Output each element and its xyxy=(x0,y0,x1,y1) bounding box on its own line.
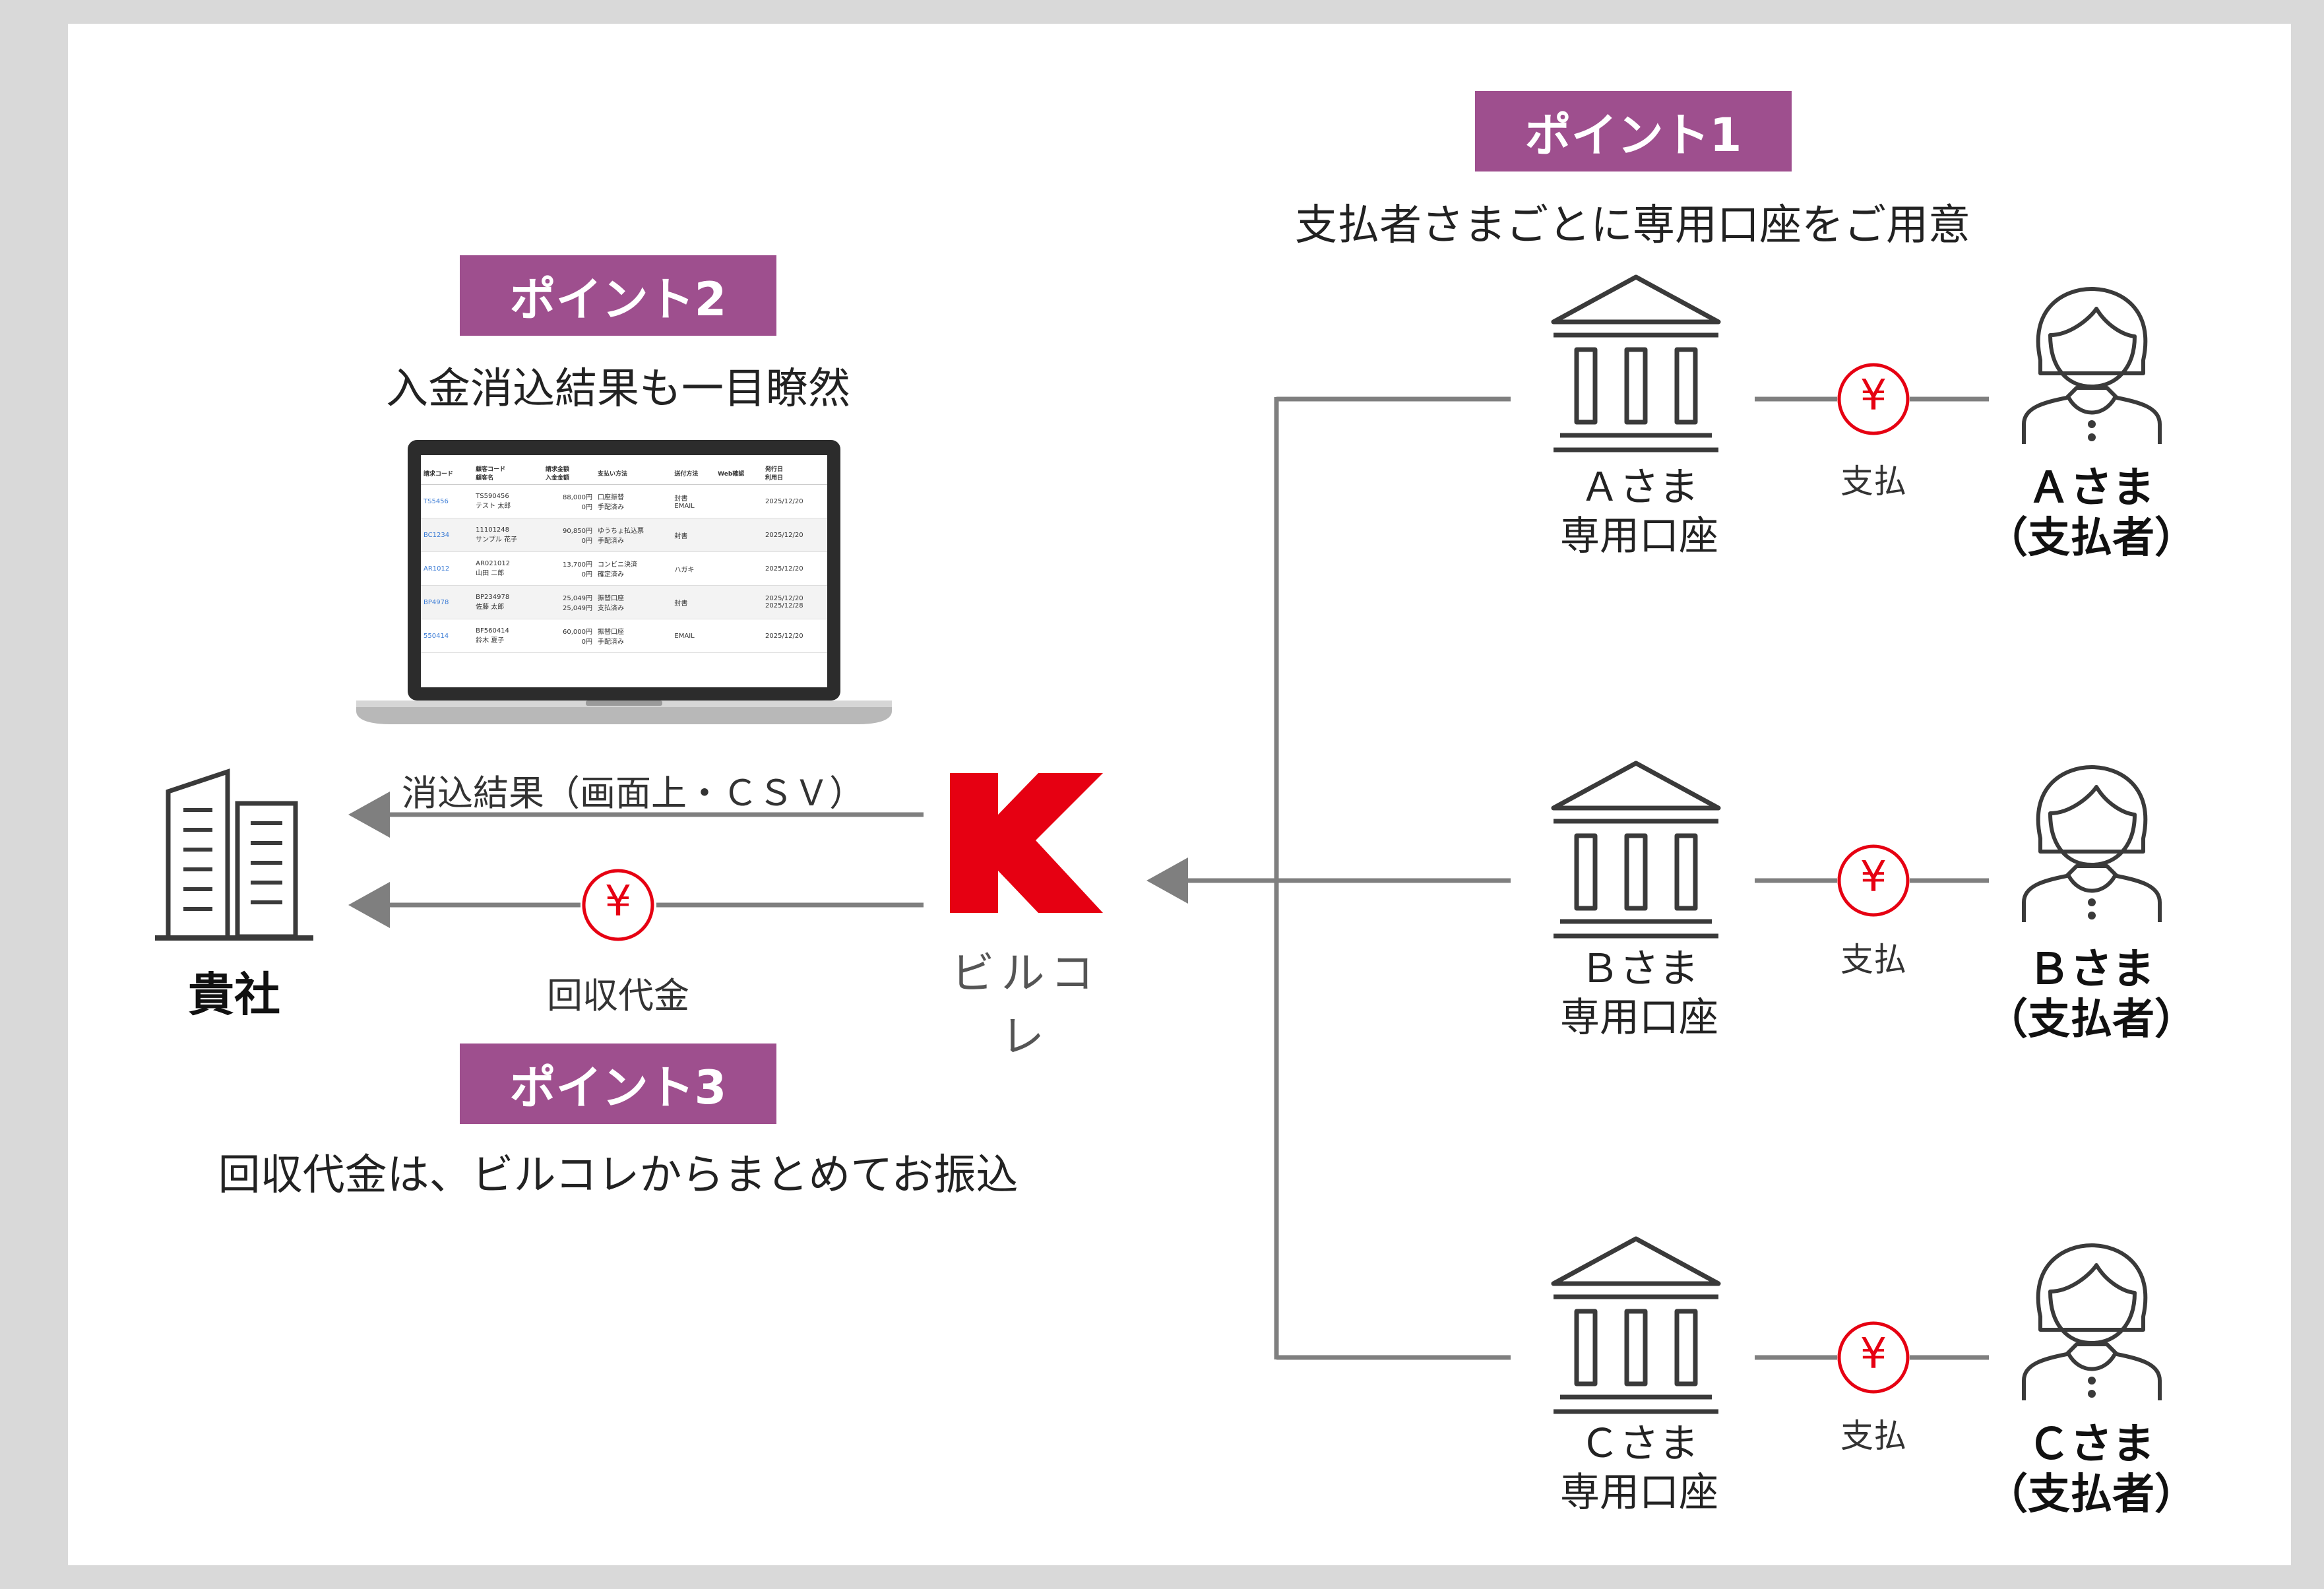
payer-label-a: Ａさま （支払者） xyxy=(1966,463,2216,563)
payer-label-b: Ｂさま （支払者） xyxy=(1966,945,2216,1045)
point3-badge-label: ポイント3 xyxy=(509,1060,727,1115)
proceeds-yen-symbol: ¥ xyxy=(604,877,632,926)
table-cell: TS590456 テスト 太郎 xyxy=(473,484,543,518)
table-cell: 封書 xyxy=(672,518,716,552)
account-type: 専用口座 xyxy=(1560,1470,1718,1516)
table-cell: ゆうちょ払込票 手配済み xyxy=(595,518,672,552)
account-label-a: Ａさま 専用口座 xyxy=(1524,463,1755,561)
table-cell: EMAIL xyxy=(672,619,716,653)
table-cell: 封書 EMAIL xyxy=(672,484,716,518)
payer-name: Ｃさま xyxy=(2028,1420,2154,1469)
table-cell: ハガキ xyxy=(672,551,716,586)
point2-badge-label: ポイント2 xyxy=(509,272,727,327)
table-cell: 25,049円 25,049円 xyxy=(542,585,596,619)
table-header-cell: 顧客コード 顧客名 xyxy=(473,455,543,485)
account-type: 専用口座 xyxy=(1560,995,1718,1041)
point2-caption: 入金消込結果も一目瞭然 xyxy=(386,365,850,414)
table-cell: 13,700円 0円 xyxy=(542,551,596,586)
point1-badge-label: ポイント1 xyxy=(1524,108,1742,162)
table-cell: 封書 xyxy=(672,585,716,619)
payment-yen-symbol: ¥ xyxy=(1860,1330,1887,1379)
table-header-cell: 請求コード xyxy=(421,455,474,485)
table-cell: BP234978 佐藤 太郎 xyxy=(473,585,543,619)
table-cell: 振替口座 手配済み xyxy=(595,619,672,653)
payment-yen-symbol: ¥ xyxy=(1860,853,1887,902)
bank-icon xyxy=(1551,274,1721,1414)
payment-yen-symbol: ¥ xyxy=(1860,371,1887,420)
table-cell xyxy=(715,518,763,552)
building-icon xyxy=(155,768,313,941)
payer-role: （支払者） xyxy=(1986,995,2197,1044)
yen-icon xyxy=(582,363,1910,1394)
account-type: 専用口座 xyxy=(1560,513,1718,559)
point1-caption: 支払者さまごとに専用口座をご用意 xyxy=(1295,201,1970,250)
table-cell xyxy=(715,551,763,586)
payer-label-c: Ｃさま （支払者） xyxy=(1966,1419,2216,1520)
payer-role: （支払者） xyxy=(1986,514,2197,563)
table-cell xyxy=(715,585,763,619)
billcolle-logo-icon xyxy=(950,773,1103,913)
point3-caption: 回収代金は、ビルコレからまとめてお振込 xyxy=(218,1151,1019,1200)
table-cell xyxy=(715,619,763,653)
account-name: Ａさま xyxy=(1580,464,1699,511)
table-cell: コンビニ決済 確定済み xyxy=(595,551,672,586)
point2-badge: ポイント2 xyxy=(460,255,776,336)
table-cell: 2025/12/20 2025/12/28 xyxy=(762,585,827,619)
table-cell: 90,850円 0円 xyxy=(542,518,596,552)
pay-label: 支払 xyxy=(1840,462,1906,501)
table-cell: AR021012 山田 二郎 xyxy=(473,551,543,586)
company-flow-arrows xyxy=(348,792,924,928)
table-cell: 2025/12/20 xyxy=(762,619,827,653)
company-label: 貴社 xyxy=(188,968,280,1022)
account-connector-lines xyxy=(1146,396,1511,1360)
table-header-cell: Web確認 xyxy=(715,455,763,485)
table-cell: 振替口座 支払済み xyxy=(595,585,672,619)
table-cell: 2025/12/20 xyxy=(762,518,827,552)
pay-label: 支払 xyxy=(1840,941,1906,979)
table-cell: 60,000円 0円 xyxy=(542,619,596,653)
payer-name: Ａさま xyxy=(2028,464,2154,513)
pay-label: 支払 xyxy=(1840,1417,1906,1455)
table-cell[interactable]: BC1234 xyxy=(421,518,474,552)
account-label-c: Ｃさま 専用口座 xyxy=(1524,1419,1755,1517)
table-header-cell: 送付方法 xyxy=(672,455,716,485)
table-header-cell: 請求金額 入金金額 xyxy=(542,455,596,485)
payer-role: （支払者） xyxy=(1986,1470,2197,1519)
table-header-cell: 支払い方法 xyxy=(595,455,672,485)
proceeds-flow-label: 回収代金 xyxy=(547,975,689,1016)
account-name: Ｂさま xyxy=(1580,946,1699,992)
table-cell: 口座振替 手配済み xyxy=(595,484,672,518)
table-cell[interactable]: AR1012 xyxy=(421,551,474,586)
result-flow-label: 消込結果（画面上・ＣＳＶ） xyxy=(402,772,865,814)
account-name: Ｃさま xyxy=(1580,1421,1699,1467)
table-cell: 88,000円 0円 xyxy=(542,484,596,518)
table-cell: BF560414 鈴木 夏子 xyxy=(473,619,543,653)
table-cell: 2025/12/20 xyxy=(762,551,827,586)
table-cell[interactable]: TS5456 xyxy=(421,484,474,518)
person-icon xyxy=(2022,287,2162,1400)
account-label-b: Ｂさま 専用口座 xyxy=(1524,945,1755,1042)
table-cell[interactable]: 550414 xyxy=(421,619,474,653)
table-cell[interactable]: BP4978 xyxy=(421,585,474,619)
diagram-panel xyxy=(68,24,2291,1565)
payment-lines xyxy=(1755,396,1989,1360)
table-cell xyxy=(715,484,763,518)
table-header-cell: 発行日 利用日 xyxy=(762,455,827,485)
payer-name: Ｂさま xyxy=(2028,945,2154,994)
point3-badge: ポイント3 xyxy=(460,1044,776,1124)
brand-name: ビルコレ xyxy=(951,948,1101,1062)
point1-badge: ポイント1 xyxy=(1475,91,1792,171)
table-cell: 11101248 サンプル 花子 xyxy=(473,518,543,552)
table-cell: 2025/12/20 xyxy=(762,484,827,518)
